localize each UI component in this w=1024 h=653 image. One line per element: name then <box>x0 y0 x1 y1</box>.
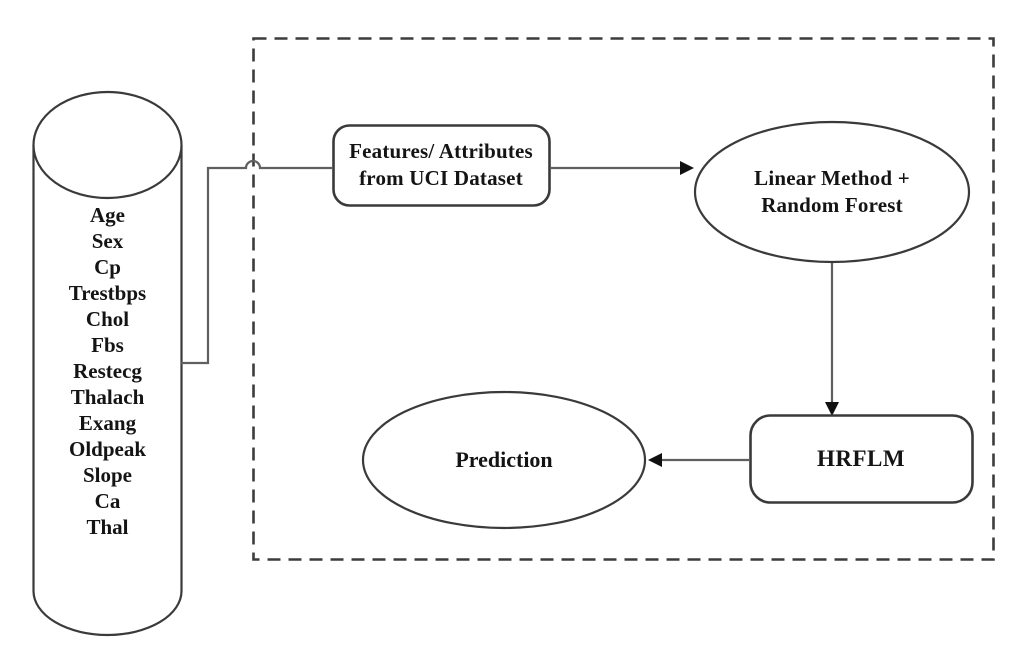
db-attribute-trestbps: Trestbps <box>68 281 147 305</box>
arrowhead-hrflm-to-prediction <box>648 453 662 467</box>
db-attribute-fbs: Fbs <box>91 333 124 357</box>
arrowhead-features-to-linear <box>680 161 694 175</box>
db-attribute-age: Age <box>90 203 125 227</box>
dashed-boundary-box <box>252 37 995 561</box>
database-cylinder-top <box>32 90 183 200</box>
db-attribute-oldpeak: Oldpeak <box>68 437 147 461</box>
arrowhead-linear-to-hrflm <box>825 402 839 416</box>
db-attribute-slope: Slope <box>82 463 132 487</box>
db-attribute-exang: Exang <box>78 411 137 435</box>
database-cylinder-body <box>32 145 183 637</box>
db-attribute-restecg: Restecg <box>73 359 142 383</box>
database-attribute-list: Age Sex Cp Trestbps Chol Fbs Restecg Tha… <box>33 202 182 540</box>
linear-rf-node-shape <box>693 120 971 264</box>
db-attribute-sex: Sex <box>91 229 124 253</box>
db-attribute-ca: Ca <box>94 489 121 513</box>
db-attribute-chol: Chol <box>85 307 130 331</box>
db-attribute-thalach: Thalach <box>70 385 145 409</box>
db-attribute-thal: Thal <box>86 515 129 539</box>
db-attribute-cp: Cp <box>94 255 121 279</box>
hrflm-node-shape <box>749 414 974 504</box>
prediction-node-shape <box>361 390 647 530</box>
features-node-shape <box>332 124 551 207</box>
connector-database-to-features <box>181 159 332 365</box>
